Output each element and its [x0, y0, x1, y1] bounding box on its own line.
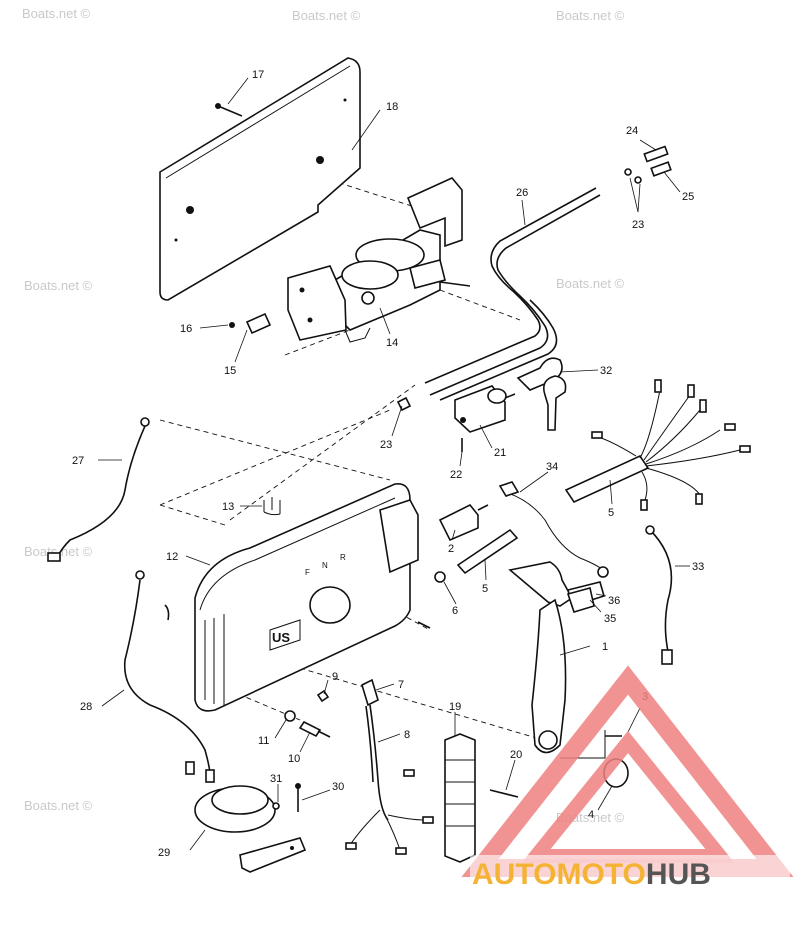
callout-28: 28	[80, 701, 92, 713]
watermark: Boats.net ©	[556, 8, 625, 23]
callout-2: 2	[448, 543, 454, 555]
callout-15: 15	[224, 365, 236, 377]
callout-5-mid: 5	[482, 583, 488, 595]
clip-15-16	[229, 312, 272, 335]
switch-2	[438, 503, 489, 542]
throttle-cable	[345, 678, 434, 855]
callout-17: 17	[252, 69, 264, 81]
leader-lines	[98, 77, 690, 851]
tube-5	[456, 528, 519, 575]
callout-36: 36	[608, 595, 620, 607]
callout-35: 35	[604, 613, 616, 625]
callout-5-top: 5	[608, 507, 614, 519]
callout-8: 8	[404, 729, 410, 741]
logo-word-automoto: AUTOMOTO	[472, 858, 646, 891]
callout-25: 25	[682, 191, 694, 203]
terminal-block	[444, 733, 519, 863]
callout-18: 18	[386, 101, 398, 113]
logo-word-hub: HUB	[646, 858, 711, 891]
watermark: Boats.net ©	[24, 278, 93, 293]
callout-6: 6	[452, 605, 458, 617]
watermark: Boats.net ©	[24, 544, 93, 559]
watermark: Boats.net ©	[292, 8, 361, 23]
callout-32: 32	[600, 365, 612, 377]
callout-7: 7	[398, 679, 404, 691]
watermark: Boats.net ©	[24, 798, 93, 813]
callout-21: 21	[494, 447, 506, 459]
callout-9: 9	[332, 671, 338, 683]
ignition-switch	[454, 385, 516, 433]
callout-31: 31	[270, 773, 282, 785]
watermark: Boats.net ©	[22, 6, 91, 21]
callout-34: 34	[546, 461, 558, 473]
callout-24: 24	[626, 125, 638, 137]
control-cables	[424, 187, 601, 401]
logo-text: AUTOMOTOHUB	[472, 858, 711, 891]
letter-f: F	[305, 568, 310, 577]
callout-20: 20	[510, 749, 522, 761]
callout-11: 11	[258, 735, 269, 747]
callout-30: 30	[332, 781, 344, 793]
callout-22: 22	[450, 469, 462, 481]
callout-16: 16	[180, 323, 192, 335]
handle-cap	[566, 587, 595, 613]
control-housing: US F N R	[194, 483, 431, 712]
callout-26: 26	[516, 187, 528, 199]
callouts: 17 18 24 25 23 26 16 15 14 32 23 22 21 2…	[72, 69, 704, 859]
callout-23-mid: 23	[380, 439, 392, 451]
callout-13: 13	[222, 501, 234, 513]
horn	[194, 785, 307, 873]
callout-4: 4	[588, 809, 594, 821]
lead-33	[645, 525, 673, 665]
wiring-harness	[564, 379, 751, 511]
horn-screws	[272, 783, 301, 812]
screw-17	[215, 103, 243, 117]
assembly-lines	[159, 179, 561, 746]
harness-28	[123, 570, 215, 783]
callout-1: 1	[602, 641, 608, 653]
callout-27: 27	[72, 455, 84, 467]
clip-13	[263, 497, 281, 516]
lead-27	[47, 417, 150, 562]
callout-10: 10	[288, 753, 300, 765]
automotohub-logo: AUTOMOTOHUB	[461, 665, 794, 891]
callout-23-top: 23	[632, 219, 644, 231]
fasteners	[284, 689, 331, 738]
callout-19: 19	[449, 701, 461, 713]
cable-fittings	[396, 145, 672, 412]
shift-mechanism	[287, 177, 471, 343]
nut-6	[434, 571, 446, 583]
callout-33: 33	[692, 561, 704, 573]
letter-n: N	[322, 561, 328, 570]
callout-12: 12	[166, 551, 178, 563]
badge-text: US	[272, 630, 290, 645]
callout-29: 29	[158, 847, 170, 859]
letter-r: R	[340, 553, 346, 562]
callout-14: 14	[386, 337, 398, 349]
lanyard-34	[498, 481, 609, 578]
watermark: Boats.net ©	[556, 276, 625, 291]
mounting-plate	[159, 57, 361, 301]
ignition-keys	[516, 357, 567, 431]
